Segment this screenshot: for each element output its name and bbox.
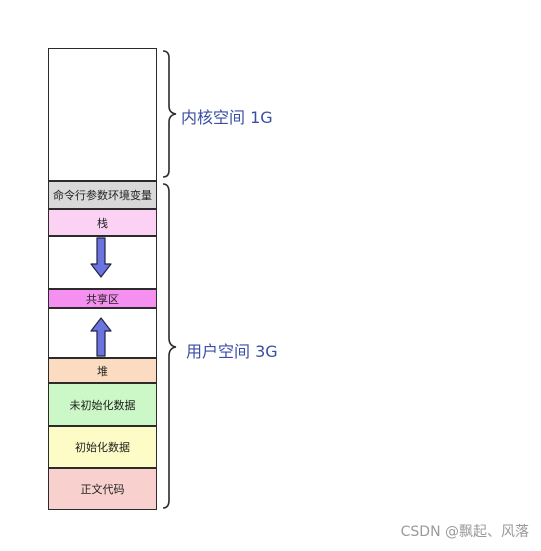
stack-growth-down-arrow-icon [90, 237, 112, 278]
heap-growth-up-arrow-icon [90, 317, 112, 357]
bss-segment: 未初始化数据 [48, 383, 157, 426]
shared-segment: 共享区 [48, 289, 157, 308]
cmdline-env-segment: 命令行参数环境变量 [48, 181, 157, 209]
kernel-space-label: 内核空间 1G [181, 108, 273, 127]
text-segment: 正文代码 [48, 468, 157, 510]
user-space-label: 用户空间 3G [186, 342, 278, 361]
watermark: CSDN @飘起、风落 [400, 524, 529, 540]
heap-segment: 堆 [48, 358, 157, 383]
user-space-brace-icon [162, 183, 177, 509]
kernel-space-brace-icon [162, 50, 177, 178]
kernel-space-segment [48, 48, 157, 181]
stack-segment: 栈 [48, 209, 157, 236]
data-segment: 初始化数据 [48, 426, 157, 468]
